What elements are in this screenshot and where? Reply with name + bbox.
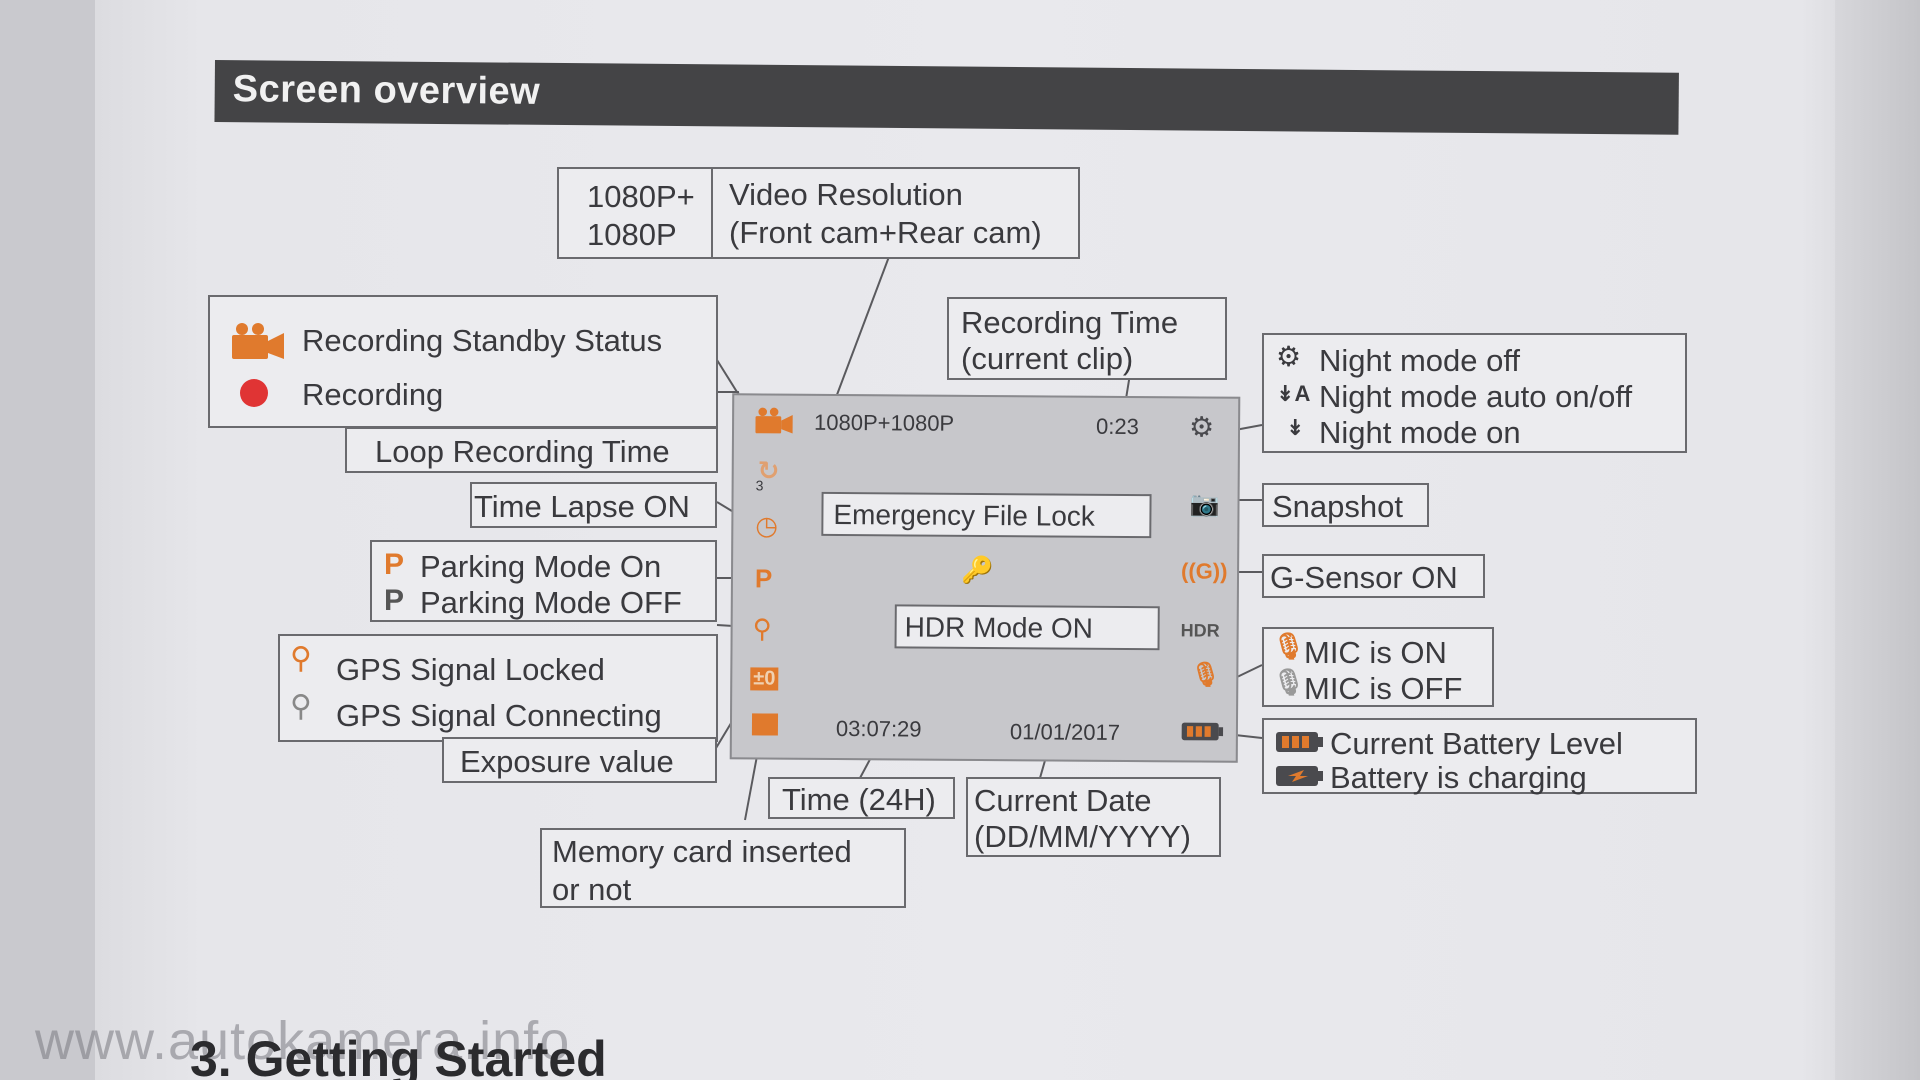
callout-recording-time: Recording Time (current clip) <box>947 297 1227 380</box>
callout-battery: Current Battery Level Battery is chargin… <box>1262 718 1697 794</box>
battery-level-icon <box>1274 728 1324 759</box>
standby-label: Recording Standby Status <box>302 323 663 358</box>
footer-heading: 3. Getting Started <box>190 1031 607 1080</box>
night-off-icon: ⚙ <box>1276 341 1302 372</box>
night-on-label: Night mode on <box>1319 415 1521 450</box>
screen-resolution: 1080P+1080P <box>813 409 955 436</box>
record-dot-icon <box>240 379 268 407</box>
parking-off-icon: P <box>384 584 405 617</box>
callout-loop: Loop Recording Time <box>345 427 718 473</box>
exposure-icon: ±0 <box>750 667 779 691</box>
res-value-1: 1080P+ <box>587 179 695 214</box>
emergency-label-box: Emergency File Lock <box>821 491 1152 539</box>
leader-resolution <box>834 253 891 401</box>
gps-connecting-icon: ⚲ <box>290 690 312 723</box>
parking-icon: P <box>754 563 773 594</box>
night-off-label: Night mode off <box>1319 343 1521 378</box>
video-camera-icon <box>230 321 286 366</box>
gps-locked-label: GPS Signal Locked <box>336 652 605 687</box>
leader-battery <box>1234 734 1263 739</box>
callout-timelapse: Time Lapse ON <box>470 482 717 528</box>
parking-on-icon: P <box>384 548 405 581</box>
callout-snapshot: Snapshot <box>1262 483 1429 527</box>
rec-time-2: (current clip) <box>961 341 1134 376</box>
res-desc-1: Video Resolution <box>729 177 963 212</box>
callout-night-mode: ⚙ Night mode off ↡A Night mode auto on/o… <box>1262 333 1687 453</box>
callout-mic: 🎙 MIC is ON 🎙 MIC is OFF <box>1262 627 1494 707</box>
mic-off-icon: 🎙 <box>1272 667 1306 697</box>
callout-parking: P Parking Mode On P Parking Mode OFF <box>370 540 717 622</box>
parking-off-label: Parking Mode OFF <box>420 585 682 620</box>
night-mode-icon: ⚙ <box>1188 411 1215 443</box>
res-value-2: 1080P <box>587 217 677 252</box>
leader-mic <box>1234 664 1263 679</box>
callout-recording-status: Recording Standby Status Recording <box>208 295 718 428</box>
memory-label-1: Memory card inserted <box>552 834 852 869</box>
snapshot-label: Snapshot <box>1272 489 1403 524</box>
memory-label-2: or not <box>552 872 632 907</box>
battery-icon <box>1180 720 1224 747</box>
mic-on-label: MIC is ON <box>1304 635 1447 670</box>
camera-icon: 📷 <box>1189 491 1220 519</box>
page-edge <box>1835 0 1920 1080</box>
night-auto-icon: ↡A <box>1276 381 1311 406</box>
screen-date: 01/01/2017 <box>1009 719 1121 745</box>
parking-on-label: Parking Mode On <box>420 549 662 584</box>
divider <box>711 169 713 257</box>
screen-rec-time: 0:23 <box>1095 413 1139 440</box>
recording-label: Recording <box>302 377 444 412</box>
loop-label: Loop Recording Time <box>375 434 670 469</box>
date-label-2: (DD/MM/YYYY) <box>974 819 1191 854</box>
rec-time-1: Recording Time <box>961 305 1179 340</box>
date-label-1: Current Date <box>974 783 1152 818</box>
hdr-icon: HDR <box>1180 620 1220 641</box>
callout-gps: ⚲ GPS Signal Locked ⚲ GPS Signal Connect… <box>278 634 718 742</box>
emergency-label: Emergency File Lock <box>833 498 1095 532</box>
callout-date: Current Date (DD/MM/YYYY) <box>966 777 1221 857</box>
memory-card-icon <box>751 713 779 736</box>
res-desc-2: (Front cam+Rear cam) <box>729 215 1042 250</box>
night-on-icon: ↡ <box>1286 415 1305 440</box>
battery-charging-icon <box>1274 762 1324 793</box>
battery-charging-label: Battery is charging <box>1330 760 1587 795</box>
callout-time: Time (24H) <box>768 777 955 819</box>
night-auto-label: Night mode auto on/off <box>1319 379 1633 414</box>
clock-icon: ◷ <box>755 510 779 541</box>
gps-connecting-label: GPS Signal Connecting <box>336 698 662 733</box>
watermark: www.autokamera.info <box>35 1011 571 1071</box>
dashcam-screen: 1080P+1080P 0:23 ⚙ ↻ 3 ◷ P ⚲ ±0 Emergenc… <box>729 393 1241 763</box>
battery-level-label: Current Battery Level <box>1330 726 1623 761</box>
time-label: Time (24H) <box>782 782 936 817</box>
gps-icon: ⚲ <box>752 613 772 644</box>
callout-video-resolution: 1080P+ 1080P Video Resolution (Front cam… <box>557 167 1080 259</box>
key-icon: 🔑 <box>960 554 994 586</box>
mic-icon: 🎙 <box>1190 661 1221 689</box>
gps-locked-icon: ⚲ <box>290 642 312 675</box>
timelapse-label: Time Lapse ON <box>474 489 690 524</box>
hdr-label-box: HDR Mode ON <box>894 604 1160 651</box>
gsensor-icon: ((G)) <box>1180 558 1228 584</box>
gsensor-label: G-Sensor ON <box>1270 560 1458 595</box>
loop-digit: 3 <box>755 477 764 494</box>
video-camera-icon <box>754 405 794 440</box>
exposure-label: Exposure value <box>460 744 674 779</box>
mic-on-icon: 🎙 <box>1272 631 1306 661</box>
screen-time: 03:07:29 <box>835 715 922 742</box>
hdr-label: HDR Mode ON <box>904 611 1094 644</box>
callout-memory-card: Memory card inserted or not <box>540 828 906 908</box>
callout-exposure: Exposure value <box>442 737 717 783</box>
callout-gsensor: G-Sensor ON <box>1262 554 1485 598</box>
mic-off-label: MIC is OFF <box>1304 671 1463 706</box>
